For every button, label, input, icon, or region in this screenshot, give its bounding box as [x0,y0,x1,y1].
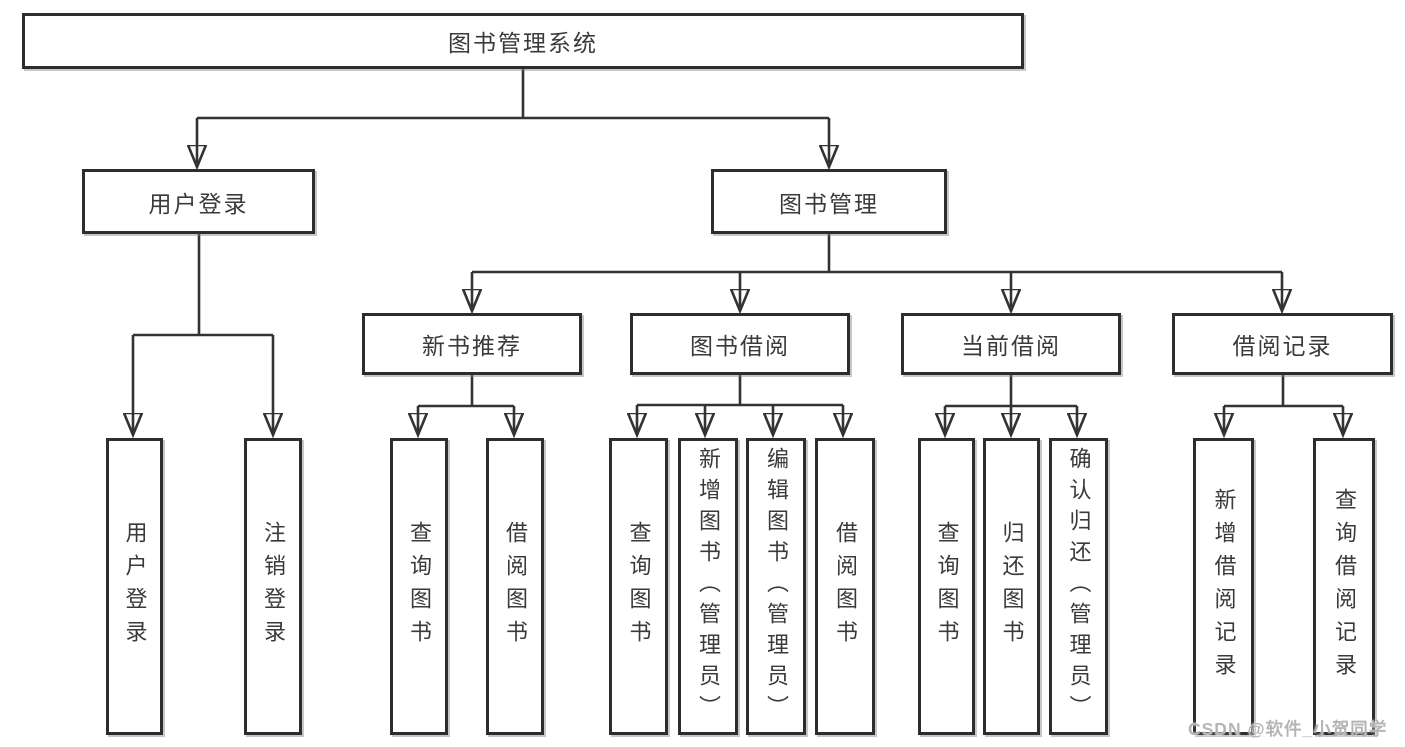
node-book-management: 图书管理 [711,169,947,234]
leaf-add-book-admin: 新增图书（管理员） [678,438,738,735]
leaf-edit-book-admin-label: 编辑图书（管理员） [764,447,789,726]
node-new-book-recommend: 新书推荐 [362,313,582,375]
leaf-query-books-current: 查询图书 [918,438,975,735]
leaf-user-login-label: 用户登录 [122,520,148,653]
leaf-query-borrow-record-label: 查询借阅记录 [1332,487,1357,686]
watermark: CSDN @软件_小贺同学 [1188,719,1388,739]
leaf-logout-label: 注销登录 [261,520,286,653]
node-current-borrow-label: 当前借阅 [961,333,1061,359]
node-root-label: 图书管理系统 [448,30,598,56]
node-book-borrow-label: 图书借阅 [690,333,790,359]
leaf-query-books-recommend-label: 查询图书 [407,520,432,653]
node-book-management-label: 图书管理 [779,190,879,217]
leaf-borrow-books-recommend: 借阅图书 [486,438,544,735]
node-user-login-label: 用户登录 [148,190,249,217]
node-borrow-records-label: 借阅记录 [1232,333,1333,359]
node-root: 图书管理系统 [22,13,1024,69]
leaf-add-borrow-record-label: 新增借阅记录 [1211,487,1237,686]
node-book-borrow: 图书借阅 [630,313,850,375]
leaf-add-borrow-record: 新增借阅记录 [1193,438,1254,735]
leaf-query-borrow-record: 查询借阅记录 [1313,438,1375,735]
leaf-borrow-books-label: 借阅图书 [833,520,858,653]
leaf-borrow-books-recommend-label: 借阅图书 [503,520,528,653]
leaf-return-book-label: 归还图书 [999,520,1025,653]
node-borrow-records: 借阅记录 [1172,313,1393,375]
leaf-query-books-borrow: 查询图书 [609,438,668,735]
node-user-login: 用户登录 [82,169,315,234]
leaf-query-books-current-label: 查询图书 [934,520,960,653]
leaf-borrow-books: 借阅图书 [815,438,875,735]
leaf-edit-book-admin: 编辑图书（管理员） [746,438,806,735]
leaf-logout: 注销登录 [244,438,302,735]
node-current-borrow: 当前借阅 [901,313,1121,375]
leaf-query-books-recommend: 查询图书 [390,438,448,735]
node-new-book-recommend-label: 新书推荐 [422,333,522,359]
leaf-confirm-return-admin: 确认归还（管理员） [1049,438,1108,735]
leaf-user-login: 用户登录 [106,438,163,735]
leaf-confirm-return-admin-label: 确认归还（管理员） [1066,447,1092,726]
leaf-return-book: 归还图书 [983,438,1040,735]
leaf-query-books-borrow-label: 查询图书 [626,520,652,653]
leaf-add-book-admin-label: 新增图书（管理员） [696,447,721,726]
